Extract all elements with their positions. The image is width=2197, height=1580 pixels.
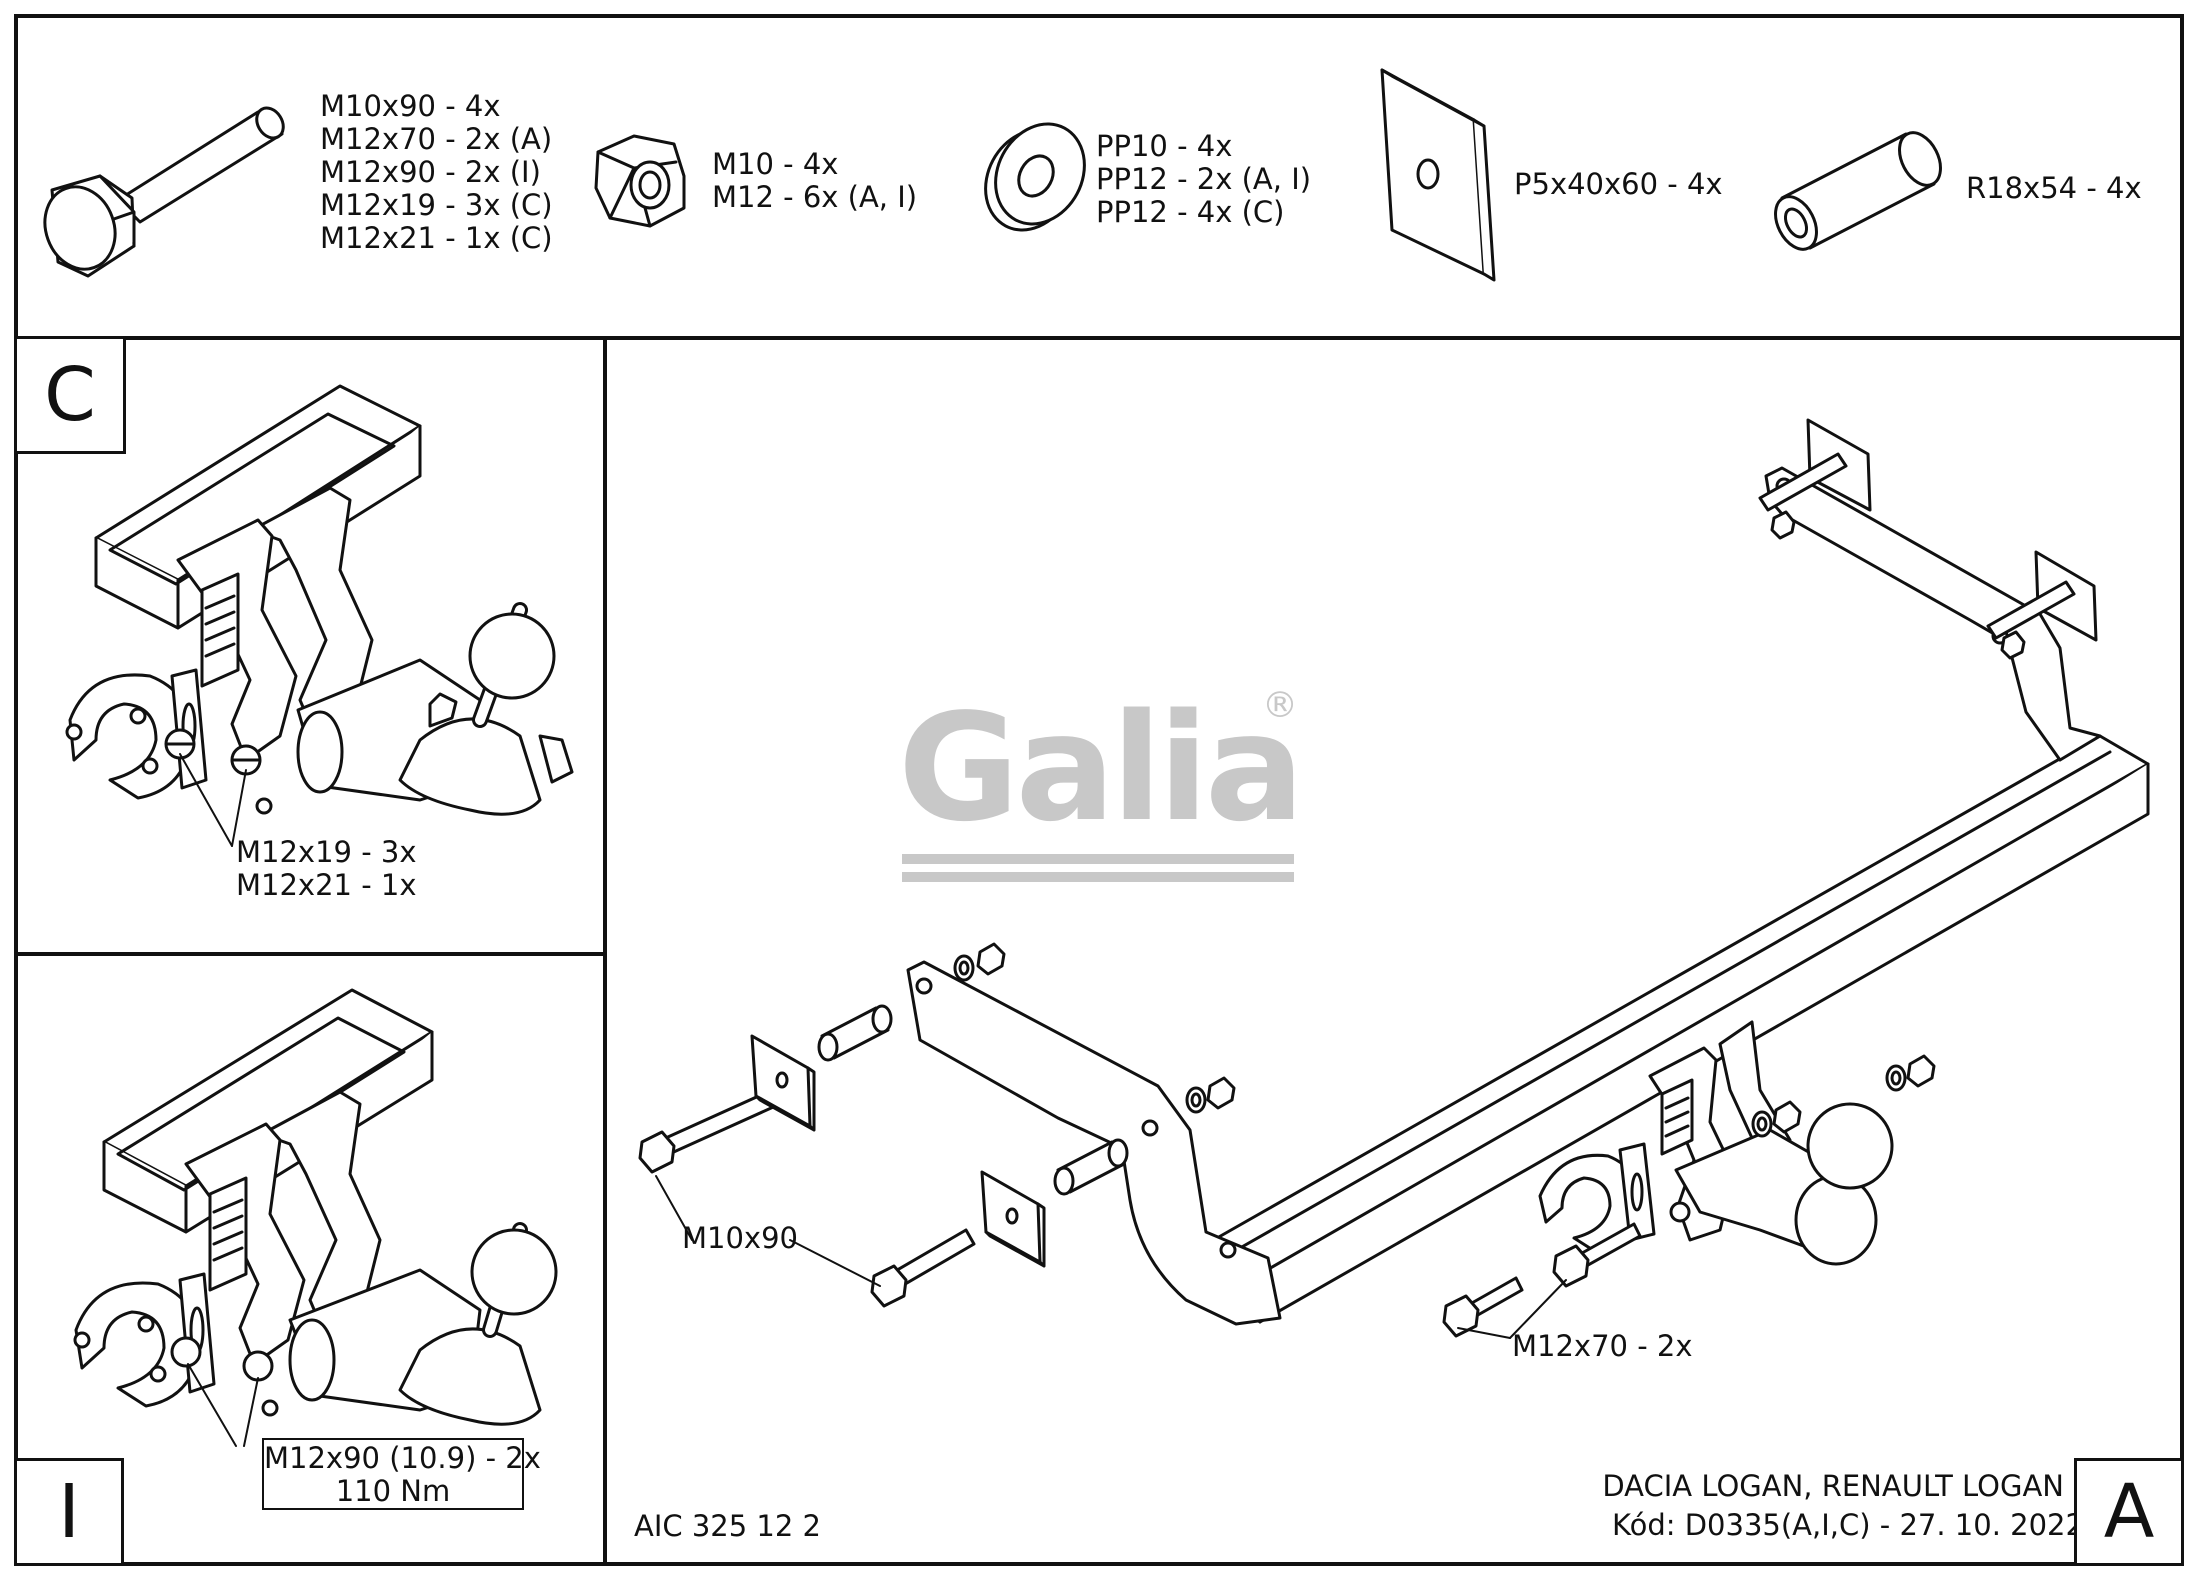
registered-mark: ®: [1262, 685, 1298, 726]
plate-icon: [1380, 68, 1496, 282]
nut-icon: [594, 134, 686, 228]
bolt-label: M12x21 - 1x (C): [320, 221, 553, 255]
logo-stripes: [902, 854, 1294, 882]
spacer-label: R18x54 - 4x: [1966, 171, 2142, 205]
bolt-label: M12x70 - 2x (A): [320, 122, 553, 156]
panel-a-callout-left: M10x90: [682, 1221, 798, 1255]
nut-label: M12 - 6x (A, I): [712, 180, 918, 214]
panel-a-callout-right: M12x70 - 2x: [1512, 1329, 1693, 1363]
nut-label-list: M10 - 4x M12 - 6x (A, I): [712, 148, 917, 214]
vehicle-name: DACIA LOGAN, RENAULT LOGAN: [1602, 1469, 2064, 1503]
parts-row-frame: [14, 14, 2184, 340]
spacer-icon: [1774, 131, 1942, 251]
panel-c-callout-line: M12x21 - 1x: [236, 868, 417, 902]
bolt-label: M10x90 - 4x: [320, 89, 501, 123]
panel-i-callout-box: M12x90 (10.9) - 2x 110 Nm: [262, 1438, 541, 1510]
panel-c-callout-line: M12x19 - 3x: [236, 835, 417, 869]
drawing-code: Kód: D0335(A,I,C) - 27. 10. 2022: [1612, 1508, 2084, 1542]
panel-a-callout-lines: [655, 1175, 1567, 1339]
plate-label: P5x40x60 - 4x: [1514, 167, 1723, 201]
hitch-drawing-c: [65, 384, 574, 816]
hitch-drawing-i: [73, 988, 558, 1426]
washer-label: PP10 - 4x: [1096, 129, 1233, 163]
bolt-label-list: M10x90 - 4x M12x70 - 2x (A) M12x90 - 2x …: [320, 90, 553, 255]
washer-label: PP12 - 2x (A, I): [1096, 162, 1312, 196]
panel-i-frame: [14, 952, 607, 1566]
panel-c-corner-letter: C: [14, 336, 126, 454]
panel-i-callout-line: 110 Nm: [335, 1474, 451, 1508]
washer-label-list: PP10 - 4x PP12 - 2x (A, I) PP12 - 4x (C): [1096, 130, 1311, 229]
nut-label: M10 - 4x: [712, 147, 839, 181]
bolt-label: M12x19 - 3x (C): [320, 188, 553, 222]
part-code: AIC 325 12 2: [634, 1509, 821, 1543]
panel-i-callout-line: M12x90 (10.9) - 2x: [264, 1441, 541, 1475]
hitch-drawing-a: [638, 418, 2150, 1338]
washer-icon: [984, 122, 1086, 232]
panel-a-corner-letter: A: [2074, 1458, 2184, 1566]
panel-i-corner-letter: I: [14, 1458, 124, 1566]
brand-logo-text: Galia: [898, 682, 1305, 854]
panel-c-callout-lines: [179, 753, 247, 847]
vehicle-info: DACIA LOGAN, RENAULT LOGAN Kód: D0335(A,…: [1560, 1469, 2084, 1542]
washer-label: PP12 - 4x (C): [1096, 195, 1285, 229]
bolt-icon: [43, 106, 285, 278]
bolt-label: M12x90 - 2x (I): [320, 155, 541, 189]
panel-i-callout-lines: [187, 1363, 259, 1447]
panel-c-callout: M12x19 - 3x M12x21 - 1x: [236, 836, 417, 902]
brand-logo: Galia ®: [898, 682, 1305, 862]
